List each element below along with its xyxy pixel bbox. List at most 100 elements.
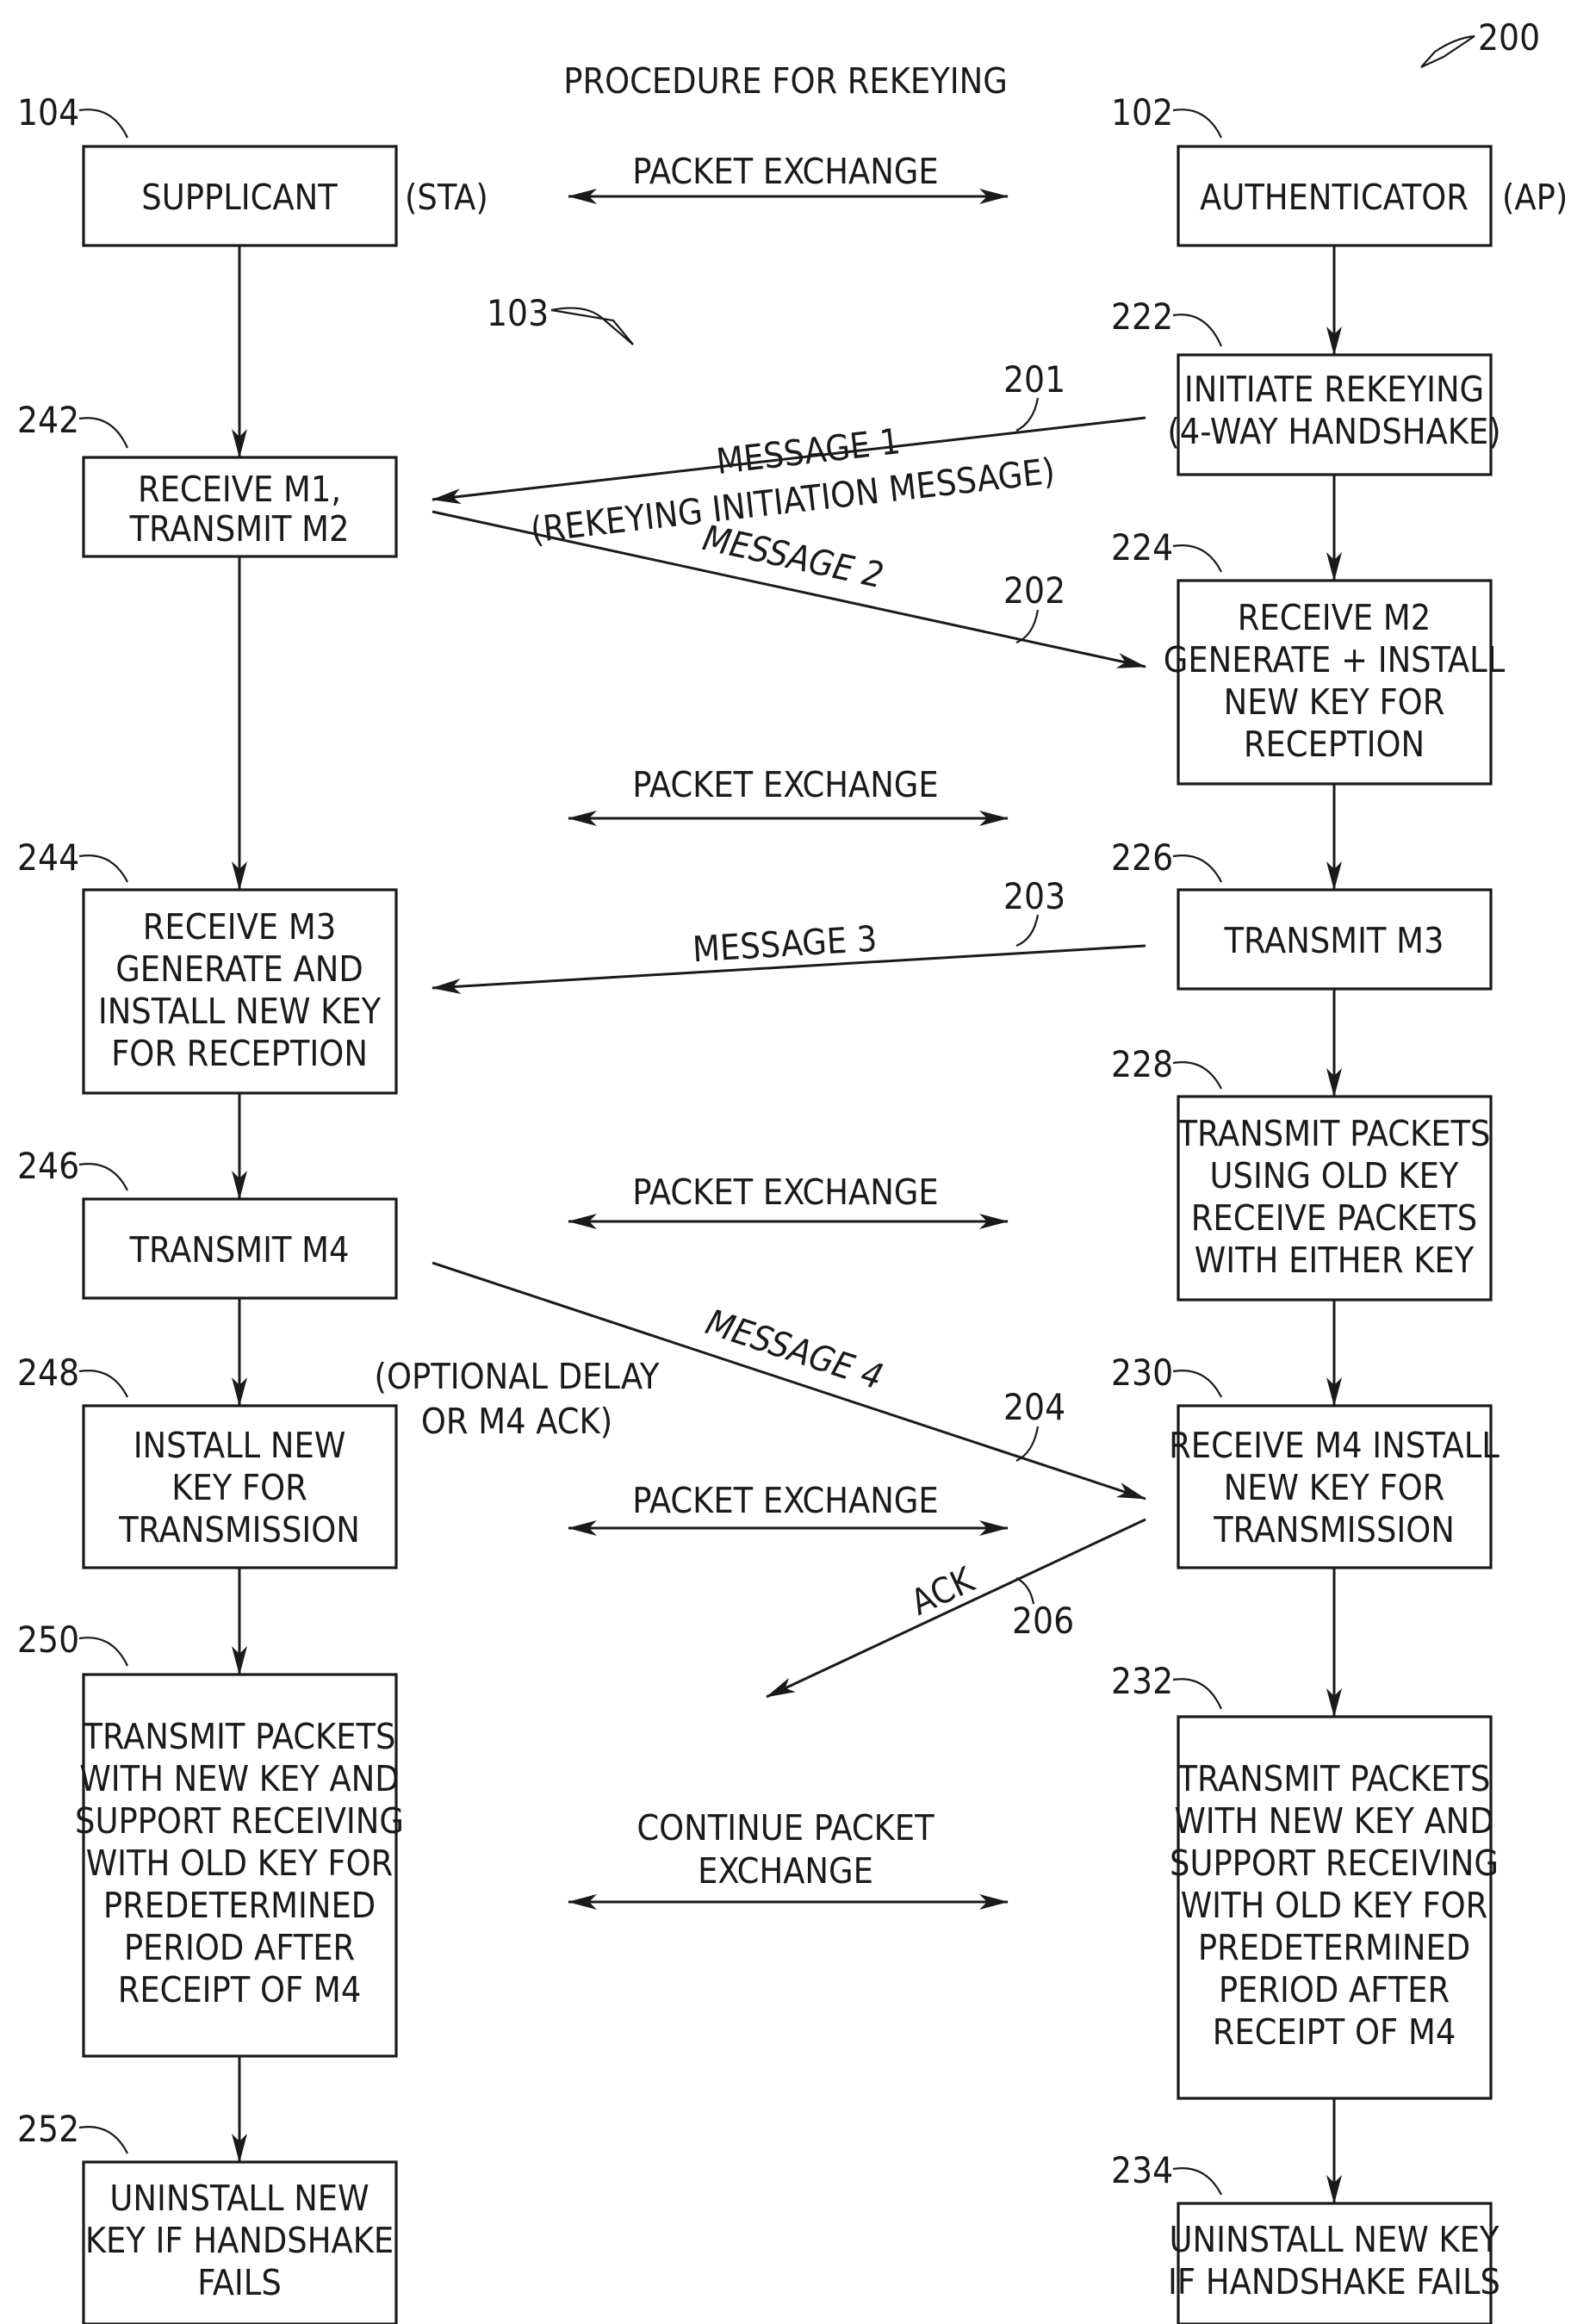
step-248-line-3: TRANSMISSION [118,1509,360,1550]
authenticator-ref: 102 [1111,91,1173,134]
step-222-ref: 222 [1111,295,1173,338]
supplicant-ref-leader [79,109,127,138]
message-3-ref-leader [1016,915,1038,946]
optional-delay-line-2: OR M4 ACK) [421,1401,612,1442]
step-232-line-1: TRANSMIT PACKETS [1177,1758,1491,1799]
step-232-line-3: SUPPORT RECEIVING [1170,1842,1499,1884]
step-250-ref: 250 [17,1619,79,1661]
step-228-line-3: RECEIVE PACKETS [1191,1197,1477,1239]
packet-exchange-label-1: PACKET EXCHANGE [632,151,938,192]
ack-ref: 206 [1012,1600,1074,1642]
step-248-line-2: KEY FOR [171,1467,307,1508]
step-244-line-3: INSTALL NEW KEY [98,991,382,1032]
step-228-line-2: USING OLD KEY [1210,1155,1459,1196]
step-234-ref: 234 [1111,2149,1173,2191]
left-step-248: INSTALL NEW KEY FOR TRANSMISSION 248 [17,1352,396,1568]
figure-ref-pointer [1421,36,1475,67]
right-step-224: RECEIVE M2 GENERATE + INSTALL NEW KEY FO… [1111,526,1506,784]
flow-ref-pointer [551,308,633,345]
step-224-ref-leader [1173,545,1221,572]
step-250-line-4: WITH OLD KEY FOR [86,1842,394,1884]
step-246-ref: 246 [17,1145,79,1187]
step-250-ref-leader [79,1637,127,1666]
step-228-ref: 228 [1111,1043,1173,1085]
step-232-line-2: WITH NEW KEY AND [1174,1800,1493,1842]
step-242-line-2: TRANSMIT M2 [129,508,350,550]
message-1-ref-leader [1016,398,1038,431]
message-3-ref: 203 [1003,875,1065,917]
left-step-246: TRANSMIT M4 246 [17,1145,396,1298]
continue-exchange-line-2: EXCHANGE [698,1850,873,1892]
step-232-line-4: WITH OLD KEY FOR [1181,1885,1488,1926]
step-222-ref-leader [1173,314,1221,346]
step-250-line-3: SUPPORT RECEIVING [75,1800,404,1842]
step-224-line-4: RECEPTION [1244,724,1425,765]
message-2-label: MESSAGE 2 [699,517,887,596]
step-250-line-2: WITH NEW KEY AND [79,1758,399,1799]
step-244-line-2: GENERATE AND [115,948,363,990]
step-232-line-7: RECEIPT OF M4 [1213,2011,1456,2053]
step-230-line-3: TRANSMISSION [1213,1509,1455,1550]
step-224-line-1: RECEIVE M2 [1238,597,1431,638]
continue-exchange-line-1: CONTINUE PACKET [636,1807,935,1849]
step-250-line-5: PREDETERMINED [103,1885,376,1926]
step-252-line-2: KEY IF HANDSHAKE [85,2220,394,2261]
right-step-234: UNINSTALL NEW KEY IF HANDSHAKE FAILS 234 [1111,2149,1500,2324]
step-252-ref: 252 [17,2108,79,2150]
step-246-line-1: TRANSMIT M4 [129,1229,350,1271]
packet-exchange-label-4: PACKET EXCHANGE [632,1480,938,1521]
step-228-line-1: TRANSMIT PACKETS [1177,1113,1491,1154]
step-228-line-4: WITH EITHER KEY [1195,1240,1475,1281]
step-228-ref-leader [1173,1062,1221,1089]
authenticator-label: AUTHENTICATOR [1200,177,1469,218]
step-230-ref: 230 [1111,1352,1173,1394]
left-step-242: RECEIVE M1, TRANSMIT M2 242 [17,399,396,556]
step-232-line-6: PERIOD AFTER [1219,1969,1450,2010]
step-226-ref-leader [1173,855,1221,882]
right-step-228: TRANSMIT PACKETS USING OLD KEY RECEIVE P… [1111,1043,1491,1300]
ack-label: ACK [904,1558,981,1623]
flow-ref: 103 [487,292,549,334]
step-222-line-2: (4-WAY HANDSHAKE) [1167,411,1500,452]
step-248-ref: 248 [17,1352,79,1394]
step-244-ref-leader [79,855,127,882]
message-1-ref: 201 [1003,358,1065,401]
right-step-230: RECEIVE M4 INSTALL NEW KEY FOR TRANSMISS… [1111,1352,1500,1568]
right-step-222: INITIATE REKEYING (4-WAY HANDSHAKE) 222 [1111,295,1501,475]
step-248-ref-leader [79,1370,127,1397]
step-252-line-3: FAILS [197,2262,282,2303]
step-248-line-1: INSTALL NEW [134,1425,346,1466]
authenticator-tag: (AP) [1502,177,1568,218]
left-step-252: UNINSTALL NEW KEY IF HANDSHAKE FAILS 252 [17,2108,396,2324]
message-4-ref: 204 [1003,1386,1065,1428]
step-234-ref-leader [1173,2168,1221,2195]
figure-ref: 200 [1478,16,1540,59]
step-230-line-2: NEW KEY FOR [1224,1467,1445,1508]
step-244-ref: 244 [17,836,79,879]
ack-arrow [767,1519,1146,1697]
left-step-244: RECEIVE M3 GENERATE AND INSTALL NEW KEY … [17,836,396,1093]
supplicant-tag: (STA) [405,177,488,218]
right-step-226: TRANSMIT M3 226 [1111,836,1491,989]
step-250-line-6: PERIOD AFTER [124,1927,355,1968]
step-242-ref-leader [79,418,127,448]
supplicant-ref: 104 [17,91,79,134]
step-232-ref: 232 [1111,1660,1173,1702]
step-224-line-3: NEW KEY FOR [1224,681,1445,723]
authenticator-ref-leader [1173,109,1221,138]
packet-exchange-label-2: PACKET EXCHANGE [632,764,938,805]
step-226-ref: 226 [1111,836,1173,879]
step-250-line-1: TRANSMIT PACKETS [83,1716,396,1757]
optional-delay-line-1: (OPTIONAL DELAY [375,1356,660,1397]
step-224-line-2: GENERATE + INSTALL [1164,639,1506,680]
step-252-line-1: UNINSTALL NEW [109,2178,369,2219]
diagram-title: PROCEDURE FOR REKEYING [563,60,1008,102]
step-242-ref: 242 [17,399,79,441]
step-230-line-1: RECEIVE M4 INSTALL [1169,1425,1500,1466]
packet-exchange-label-3: PACKET EXCHANGE [632,1171,938,1213]
step-234-line-2: IF HANDSHAKE FAILS [1168,2261,1500,2302]
step-230-ref-leader [1173,1370,1221,1397]
step-246-ref-leader [79,1164,127,1190]
left-step-250: TRANSMIT PACKETS WITH NEW KEY AND SUPPOR… [17,1619,404,2056]
